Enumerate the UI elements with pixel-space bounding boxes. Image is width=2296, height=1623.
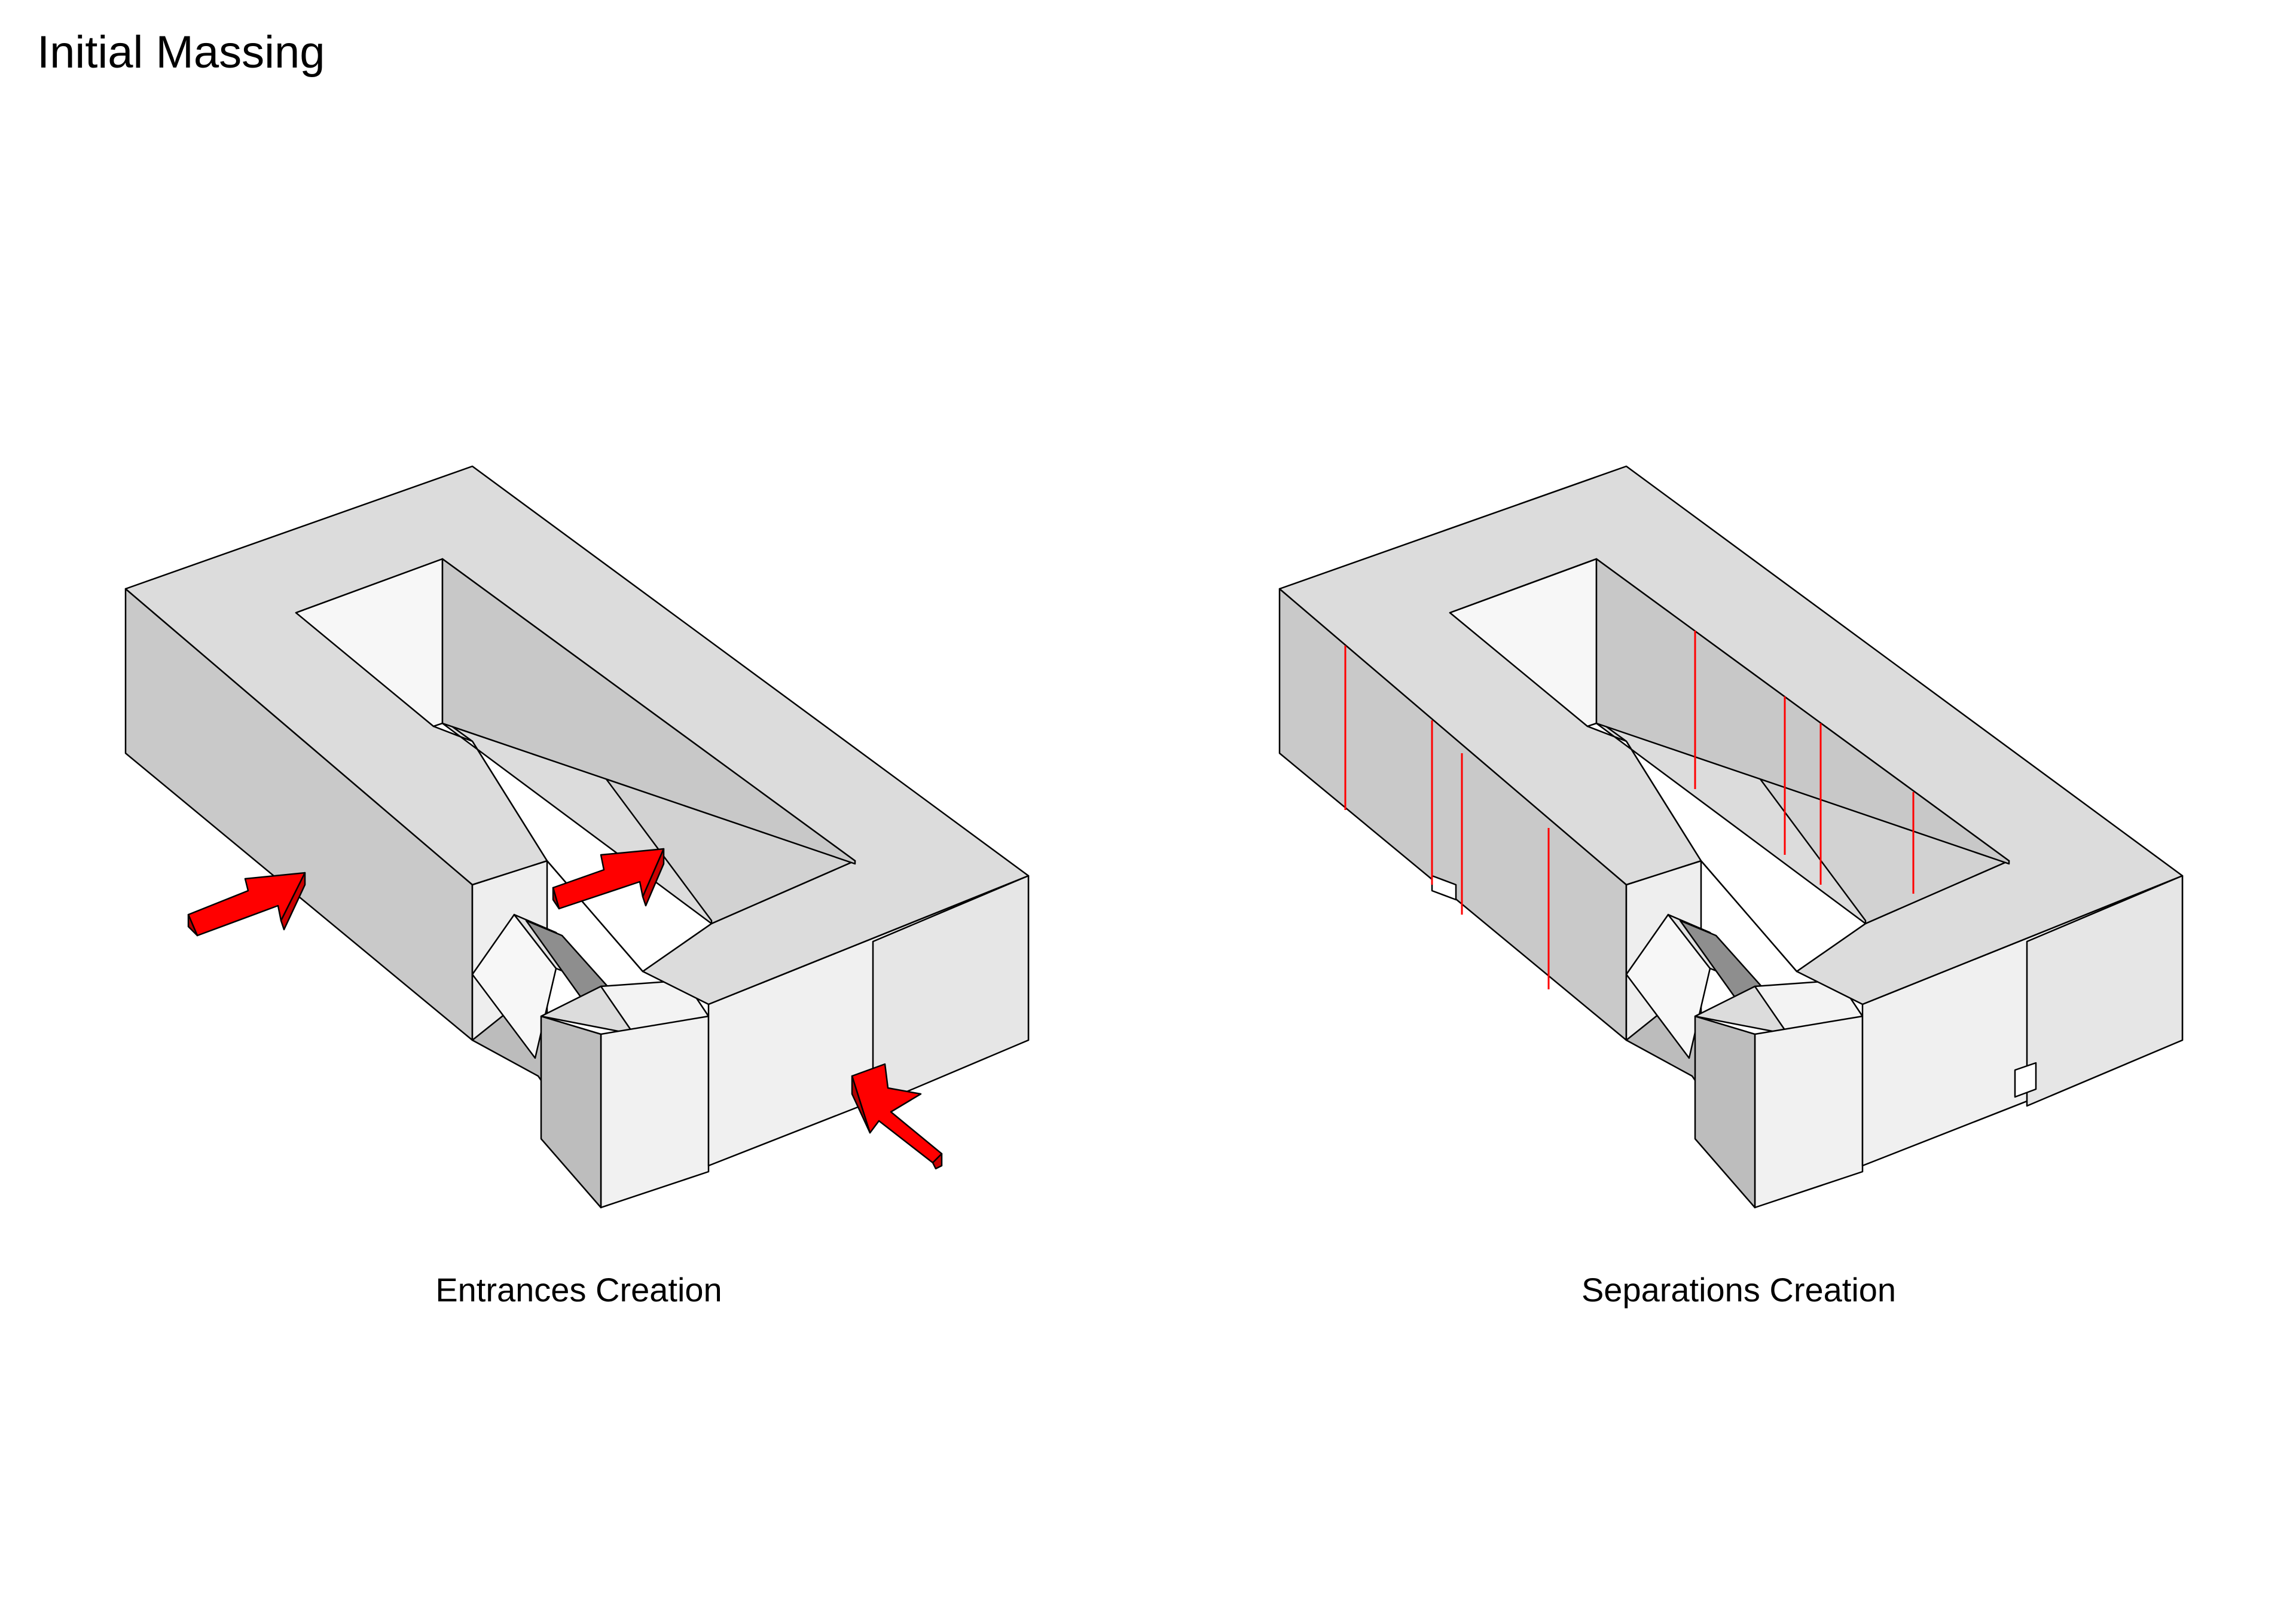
massing-block-right (1278, 465, 2184, 1209)
entrance-arrow-southeast (851, 1063, 943, 1170)
entrance-arrow-courtyard (552, 848, 665, 910)
notch-left (1431, 875, 1457, 901)
entrance-arrow-west (187, 872, 306, 937)
separations-diagram (1278, 465, 2184, 1209)
notch-right (2014, 1062, 2037, 1098)
caption-separations: Separations Creation (1581, 1271, 1897, 1309)
separation-lines (1344, 631, 1915, 989)
page-title: Initial Massing (37, 27, 325, 78)
caption-entrances: Entrances Creation (435, 1271, 722, 1309)
entrances-diagram (124, 465, 1030, 1209)
